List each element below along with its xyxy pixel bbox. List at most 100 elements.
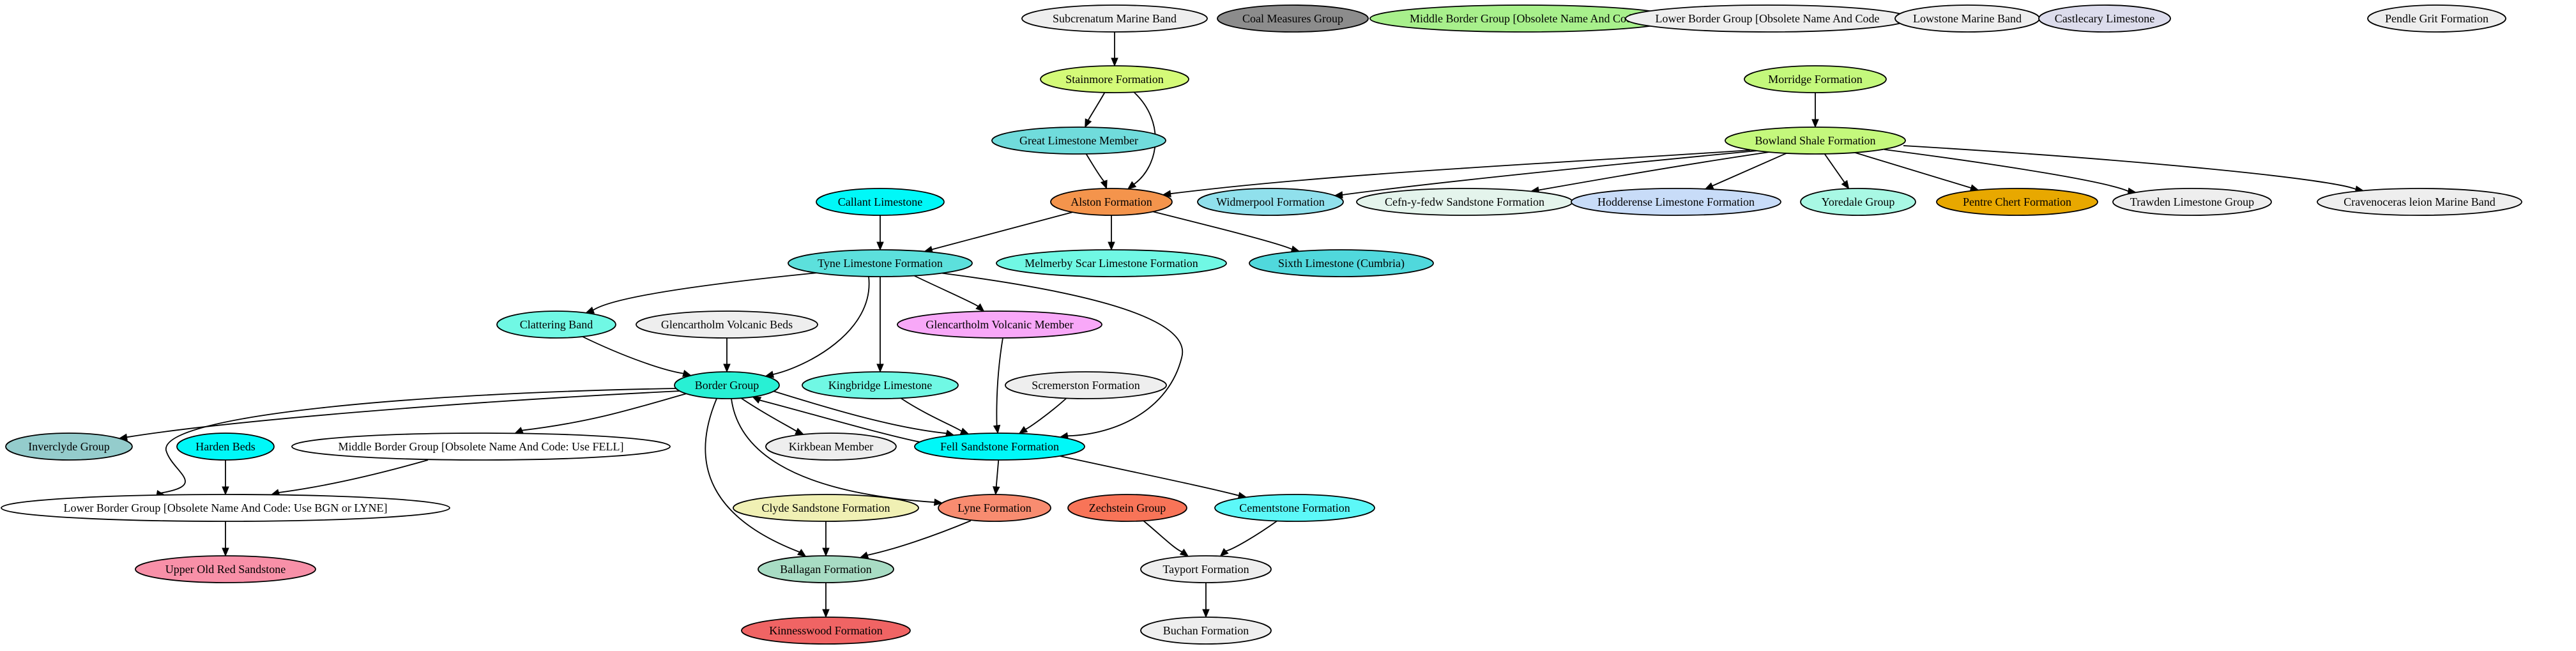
node-kinnesswood[interactable]: Kinnesswood Formation bbox=[741, 617, 911, 645]
node-lyne[interactable]: Lyne Formation bbox=[938, 494, 1051, 522]
node-alston[interactable]: Alston Formation bbox=[1050, 188, 1173, 216]
node-kingbridge[interactable]: Kingbridge Limestone bbox=[802, 371, 959, 399]
node-label: Sixth Limestone (Cumbria) bbox=[1278, 257, 1405, 270]
node-sixth[interactable]: Sixth Limestone (Cumbria) bbox=[1249, 249, 1434, 277]
arrowhead bbox=[222, 486, 229, 496]
node-clyde[interactable]: Clyde Sandstone Formation bbox=[733, 494, 919, 522]
node-callant[interactable]: Callant Limestone bbox=[816, 188, 945, 216]
node-bowland[interactable]: Bowland Shale Formation bbox=[1725, 126, 1906, 155]
arrowhead bbox=[1085, 118, 1092, 128]
node-shape bbox=[1067, 494, 1187, 522]
node-shape bbox=[996, 249, 1227, 277]
node-shape bbox=[496, 310, 616, 339]
node-fell[interactable]: Fell Sandstone Formation bbox=[914, 433, 1085, 461]
node-widmerpool[interactable]: Widmerpool Formation bbox=[1197, 188, 1344, 216]
node-lower-border-bgn[interactable]: Lower Border Group [Obsolete Name And Co… bbox=[1, 494, 450, 522]
node-stainmore[interactable]: Stainmore Formation bbox=[1040, 65, 1189, 93]
node-label: Hodderense Limestone Formation bbox=[1597, 195, 1755, 208]
node-subcrenatum[interactable]: Subcrenatum Marine Band bbox=[1021, 4, 1208, 33]
arrowhead bbox=[1108, 241, 1115, 251]
arrowhead bbox=[1202, 609, 1210, 618]
edge-callant-to-tyne bbox=[876, 215, 884, 251]
edge-morridge-to-bowland bbox=[1811, 93, 1819, 128]
node-ballagan[interactable]: Ballagan Formation bbox=[758, 555, 894, 583]
node-melmerby[interactable]: Melmerby Scar Limestone Formation bbox=[996, 249, 1227, 277]
node-shape bbox=[5, 433, 133, 461]
node-label: Lower Border Group [Obsolete Name And Co… bbox=[63, 502, 387, 514]
edge-glencartholm-member-to-fell bbox=[993, 337, 1003, 434]
node-glencartholm-member[interactable]: Glencartholm Volcanic Member bbox=[897, 310, 1102, 339]
node-great-limestone[interactable]: Great Limestone Member bbox=[991, 126, 1166, 155]
node-shape bbox=[914, 433, 1085, 461]
node-cementstone[interactable]: Cementstone Formation bbox=[1214, 494, 1375, 522]
node-tyne[interactable]: Tyne Limestone Formation bbox=[788, 249, 973, 277]
node-shape bbox=[2112, 188, 2272, 216]
edge-border-to-lyne bbox=[731, 398, 943, 506]
node-label: Ballagan Formation bbox=[780, 563, 871, 576]
arrowhead bbox=[822, 609, 830, 618]
edge-lyne-to-ballagan bbox=[859, 520, 972, 559]
node-shape bbox=[1217, 4, 1369, 33]
arrowhead bbox=[1127, 181, 1137, 190]
node-castlecary[interactable]: Castlecary Limestone bbox=[2038, 4, 2171, 33]
node-morridge[interactable]: Morridge Formation bbox=[1744, 65, 1887, 93]
node-label: Middle Border Group [Obsolete Name And C… bbox=[1410, 12, 1637, 25]
arrowhead bbox=[1018, 425, 1028, 434]
node-label: Alston Formation bbox=[1071, 195, 1152, 208]
edge-bowland-to-pentre bbox=[1854, 152, 1979, 192]
node-middle-border-obs[interactable]: Middle Border Group [Obsolete Name And C… bbox=[1369, 4, 1677, 33]
node-trawden[interactable]: Trawden Limestone Group bbox=[2112, 188, 2272, 216]
node-shape bbox=[897, 310, 1102, 339]
node-cravenoceras[interactable]: Cravenoceras leion Marine Band bbox=[2317, 188, 2522, 216]
node-shape bbox=[938, 494, 1051, 522]
node-shape bbox=[674, 371, 780, 399]
node-middle-border-fell[interactable]: Middle Border Group [Obsolete Name And C… bbox=[291, 433, 671, 461]
node-shape bbox=[1021, 4, 1208, 33]
arrowhead bbox=[1219, 548, 1229, 557]
node-coal-measures[interactable]: Coal Measures Group bbox=[1217, 4, 1369, 33]
edge-bowland-to-hodderense bbox=[1704, 153, 1787, 190]
edge-clattering-to-border bbox=[581, 335, 692, 377]
node-pendle-grit[interactable]: Pendle Grit Formation bbox=[2367, 4, 2506, 33]
edge-cementstone-to-tayport bbox=[1219, 520, 1278, 557]
node-shape bbox=[1197, 188, 1344, 216]
edge-lower-border-bgn-to-upper-old-red bbox=[222, 521, 229, 557]
arrowhead bbox=[1811, 119, 1819, 128]
edge-tayport-to-buchan bbox=[1202, 583, 1210, 618]
node-pentre[interactable]: Pentre Chert Formation bbox=[1936, 188, 2098, 216]
edge-great-limestone-to-alston bbox=[1085, 153, 1108, 190]
edge-bowland-to-trawden bbox=[1884, 149, 2137, 195]
arrowhead bbox=[752, 396, 762, 404]
node-label: Kingbridge Limestone bbox=[828, 379, 932, 392]
node-label: Inverclyde Group bbox=[28, 440, 109, 453]
node-tayport[interactable]: Tayport Formation bbox=[1140, 555, 1272, 583]
node-shape bbox=[1140, 555, 1272, 583]
node-harden[interactable]: Harden Beds bbox=[176, 433, 275, 461]
node-inverclyde[interactable]: Inverclyde Group bbox=[5, 433, 133, 461]
node-shape bbox=[1571, 188, 1781, 216]
node-zechstein[interactable]: Zechstein Group bbox=[1067, 494, 1187, 522]
node-cefn[interactable]: Cefn-y-fedw Sandstone Formation bbox=[1356, 188, 1573, 216]
node-yoredale[interactable]: Yoredale Group bbox=[1800, 188, 1916, 216]
node-clattering[interactable]: Clattering Band bbox=[496, 310, 616, 339]
arrowhead bbox=[993, 424, 1001, 434]
node-kirkbean[interactable]: Kirkbean Member bbox=[765, 433, 897, 461]
node-border[interactable]: Border Group bbox=[674, 371, 780, 399]
node-upper-old-red[interactable]: Upper Old Red Sandstone bbox=[135, 555, 316, 583]
node-lower-border-obs[interactable]: Lower Border Group [Obsolete Name And Co… bbox=[1625, 4, 1910, 33]
node-shape bbox=[741, 617, 911, 645]
node-label: Trawden Limestone Group bbox=[2130, 195, 2254, 208]
node-scremerston[interactable]: Scremerston Formation bbox=[1005, 371, 1167, 399]
edge-scremerston-to-fell bbox=[1018, 397, 1067, 434]
edge-tyne-to-kingbridge bbox=[876, 277, 884, 373]
node-shape bbox=[1214, 494, 1375, 522]
node-shape bbox=[1, 494, 450, 522]
node-lowstone[interactable]: Lowstone Marine Band bbox=[1894, 4, 2040, 33]
node-label: Border Group bbox=[695, 379, 759, 392]
node-glencartholm-beds[interactable]: Glencartholm Volcanic Beds bbox=[636, 310, 818, 339]
node-hodderense[interactable]: Hodderense Limestone Formation bbox=[1571, 188, 1781, 216]
node-shape bbox=[2367, 4, 2506, 33]
node-buchan[interactable]: Buchan Formation bbox=[1140, 617, 1272, 645]
arrowhead bbox=[222, 548, 229, 557]
arrowhead bbox=[993, 486, 1000, 496]
